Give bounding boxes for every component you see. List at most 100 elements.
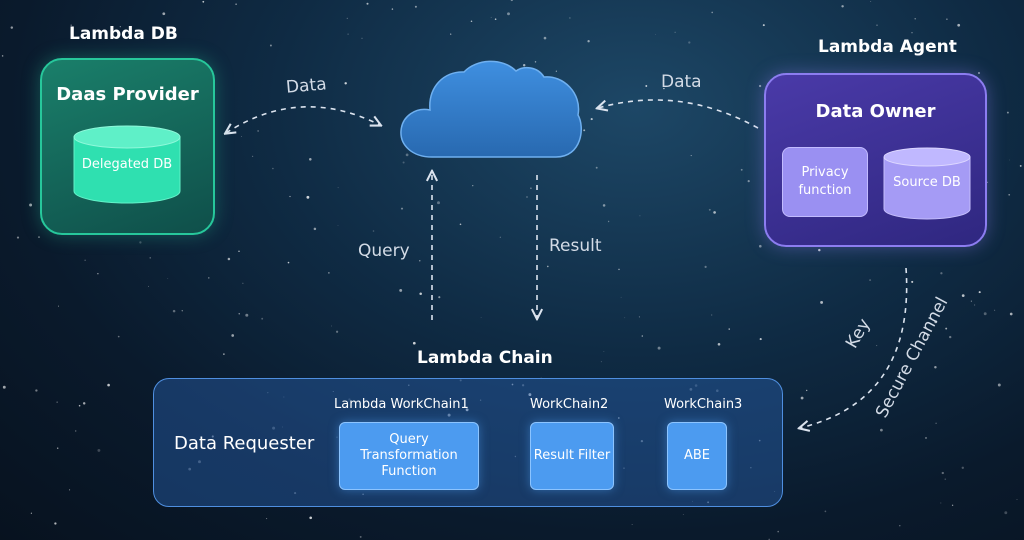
- star: [223, 353, 225, 355]
- star: [583, 129, 586, 132]
- star: [639, 215, 641, 217]
- star: [522, 63, 526, 67]
- star: [759, 338, 762, 341]
- delegated-db-cylinder: Delegated DB: [72, 125, 182, 205]
- privacy-function-box: Privacy function: [782, 147, 868, 217]
- star: [547, 265, 549, 268]
- star: [820, 300, 824, 304]
- star: [238, 313, 240, 315]
- workchain3-title: WorkChain3: [664, 397, 743, 412]
- star: [983, 312, 987, 316]
- star: [944, 478, 947, 480]
- star: [526, 196, 528, 198]
- star: [587, 40, 590, 43]
- star: [949, 335, 952, 339]
- star: [618, 268, 620, 271]
- star: [366, 2, 369, 5]
- data-owner-panel: Data Owner Privacy function Source DB: [764, 73, 987, 247]
- star: [645, 85, 648, 87]
- star: [208, 277, 210, 279]
- star: [211, 435, 214, 438]
- star: [438, 296, 441, 299]
- star: [899, 525, 901, 527]
- star: [400, 207, 404, 210]
- data-edge-provider-cloud: [226, 106, 380, 133]
- result-label: Result: [549, 236, 602, 256]
- star: [657, 346, 661, 350]
- star: [117, 335, 120, 338]
- star: [1, 55, 4, 57]
- star: [328, 272, 330, 274]
- star: [261, 317, 264, 320]
- star: [880, 428, 883, 432]
- star: [654, 34, 656, 36]
- star: [925, 437, 927, 439]
- star: [16, 236, 20, 239]
- star: [640, 439, 644, 443]
- star: [227, 257, 231, 261]
- star: [841, 5, 844, 8]
- star: [347, 33, 349, 35]
- star: [56, 447, 59, 449]
- star: [78, 404, 81, 407]
- star: [283, 396, 285, 398]
- data-edge-owner-cloud: [598, 99, 759, 129]
- star: [750, 467, 752, 469]
- star: [607, 220, 610, 223]
- star: [188, 467, 192, 471]
- star: [530, 187, 532, 190]
- star: [1009, 312, 1013, 316]
- star: [690, 155, 692, 157]
- star: [465, 408, 469, 412]
- star: [245, 313, 249, 317]
- star: [361, 37, 363, 39]
- star: [313, 227, 317, 231]
- cloud-icon: [400, 60, 582, 158]
- star: [946, 18, 948, 20]
- star: [499, 236, 501, 238]
- star: [437, 201, 440, 205]
- star: [620, 296, 622, 298]
- star: [198, 460, 201, 464]
- star: [978, 72, 980, 74]
- star: [337, 224, 339, 226]
- star: [470, 20, 473, 23]
- star: [70, 24, 72, 26]
- star: [914, 18, 916, 20]
- lambda-agent-heading: Lambda Agent: [818, 37, 957, 57]
- star: [242, 282, 244, 284]
- star: [30, 512, 32, 514]
- star: [911, 280, 914, 283]
- star: [391, 8, 394, 10]
- star: [331, 325, 332, 327]
- star: [29, 203, 33, 207]
- star: [624, 317, 626, 319]
- star: [728, 328, 730, 330]
- star: [167, 277, 169, 279]
- star: [2, 385, 6, 389]
- star: [372, 230, 375, 232]
- star: [1008, 159, 1010, 161]
- star: [800, 396, 804, 400]
- delegated-db-label: Delegated DB: [81, 157, 173, 172]
- star: [472, 185, 474, 187]
- star: [459, 379, 462, 382]
- star: [269, 44, 272, 47]
- source-db-label: Source DB: [893, 175, 961, 190]
- star: [747, 179, 750, 183]
- star: [911, 32, 913, 34]
- star: [876, 345, 878, 347]
- daas-provider-title: Daas Provider: [56, 84, 199, 105]
- star: [663, 87, 665, 90]
- star: [362, 493, 364, 495]
- star: [934, 320, 938, 324]
- abe-box: ABE: [667, 422, 727, 490]
- star: [57, 305, 60, 307]
- star: [1019, 164, 1022, 167]
- star: [870, 0, 872, 2]
- star: [974, 304, 976, 306]
- star: [69, 489, 71, 491]
- star: [235, 3, 237, 6]
- star: [708, 208, 711, 211]
- star: [961, 466, 964, 469]
